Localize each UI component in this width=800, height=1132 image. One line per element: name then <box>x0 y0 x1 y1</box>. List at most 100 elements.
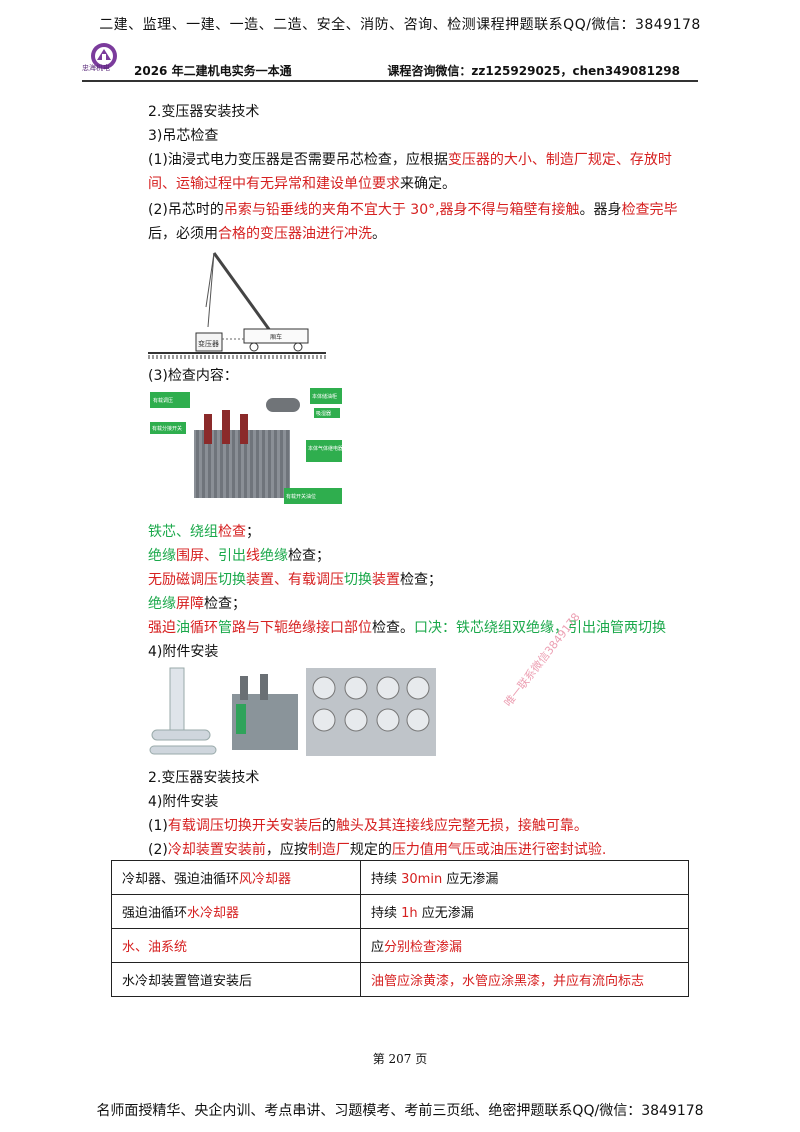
transformer-photo: 有载调压 有载分接开关 本体储油柜 吸湿器 本体气体继电器 有载开关油位 <box>148 384 344 516</box>
check-item-insulation: 绝缘围屏、引出线绝缘检查； <box>148 544 330 568</box>
highlight-text: 制造厂 <box>307 842 350 858</box>
text-run: 。 <box>372 226 386 242</box>
page-number: 第 207 页 <box>372 1052 428 1066</box>
text-run: 检查； <box>288 548 330 564</box>
text-run: (2)吊芯时的 <box>148 202 224 218</box>
top-banner: 二建、监理、一建、一造、二造、安全、消防、咨询、检测课程押题联系QQ/微信：38… <box>99 17 701 33</box>
logo-icon <box>91 43 117 69</box>
highlight-text: 风冷却器 <box>239 872 292 887</box>
table-cell: 强迫油循环水冷却器 <box>111 894 361 929</box>
highlight-text: 油 <box>176 620 190 636</box>
photo-callout: 有载分接开关 <box>152 425 182 432</box>
section-subtitle-2: 4)附件安装 <box>148 794 219 810</box>
cell-text: 持续 <box>371 906 402 921</box>
book-title: 2026 年二建机电实务一本通 <box>134 64 292 78</box>
text-run: 来确定。 <box>400 176 456 192</box>
highlight-text: 触头及其连接线应完整无损，接触可靠。 <box>335 818 588 834</box>
header-divider <box>82 80 698 82</box>
cell-text: 强迫油循环 <box>122 906 188 921</box>
highlight-text: 切换 <box>218 572 246 588</box>
paragraph-tap-switch: (1)有载调压切换开关安装后的触头及其连接线应完整无损，接触可靠。 <box>148 814 588 838</box>
highlight-text: 引出 <box>218 548 246 564</box>
cell-text: 冷却器、强迫油循环 <box>122 872 240 887</box>
highlight-text: 装置、有载调压 <box>246 572 344 588</box>
highlight-text: 1h <box>401 906 418 921</box>
crane-lifting-diagram: 变压器 厢车 <box>148 252 326 359</box>
table-row: 强迫油循环水冷却器 持续 1h 应无渗漏 <box>111 894 689 929</box>
highlight-text: 检查完毕 <box>621 202 678 218</box>
sealing-test-table: 冷却器、强迫油循环风冷却器 持续 30min 应无渗漏 强迫油循环水冷却器 持续… <box>111 860 689 997</box>
table-row: 水、油系统 应分别检查渗漏 <box>111 928 689 963</box>
table-row: 冷却器、强迫油循环风冷却器 持续 30min 应无渗漏 <box>111 860 689 895</box>
highlight-text: 切换 <box>344 572 372 588</box>
highlight-text: 铁芯、 <box>148 524 190 540</box>
highlight-text: 管 <box>218 620 232 636</box>
highlight-text: 路与下轭绝缘接口部位 <box>232 620 372 636</box>
mnemonic-text: 口决：铁芯绕组双绝缘，引出油管两切换 <box>414 620 666 636</box>
cell-text: 应无渗漏 <box>417 906 474 921</box>
text-run: 的 <box>321 818 336 834</box>
highlight-text: 水冷却器 <box>187 906 240 921</box>
highlight-text: 冷却装置安装前 <box>167 842 266 858</box>
photo-callout: 本体气体继电器 <box>308 445 343 452</box>
table-cell: 持续 1h 应无渗漏 <box>360 894 689 929</box>
highlight-text: 循环 <box>190 620 218 636</box>
highlight-text: 屏障 <box>176 596 204 612</box>
text-run: ，应按 <box>265 842 308 858</box>
paragraph-core-check: (1)油浸式电力变压器是否需要吊芯检查，应根据变压器的大小、制造厂规定、存放时间… <box>148 148 688 196</box>
cell-text: 水冷却装置管道安装后 <box>122 974 253 989</box>
photo-callout: 有载调压 <box>153 397 173 404</box>
text-run: 检查。 <box>372 620 414 636</box>
transformer-label: 变压器 <box>198 339 219 348</box>
highlight-text: 绝缘 <box>148 596 176 612</box>
text-run: 检查； <box>204 596 246 612</box>
highlight-text: 线 <box>246 548 260 564</box>
highlight-text: 水、油系统 <box>122 940 188 955</box>
text-run: 检查； <box>400 572 442 588</box>
cell-text: 应 <box>371 940 385 955</box>
paragraph-lifting: (2)吊芯时的吊索与铅垂线的夹角不宜大于 30°,器身不得与箱壁有接触。器身检查… <box>148 198 688 246</box>
photo-callout: 有载开关油位 <box>286 493 316 500</box>
cell-text: 持续 <box>371 872 402 887</box>
highlight-text: 围屏、 <box>176 548 218 564</box>
text-run: 。器身 <box>579 202 622 218</box>
section-title: 2.变压器安装技术 <box>148 104 260 120</box>
paragraph-cooling: (2)冷却装置安装前，应按制造厂规定的压力值用气压或油压进行密封试验. <box>148 838 606 862</box>
table-cell: 应分别检查渗漏 <box>360 928 689 963</box>
table-cell: 油管应涂黄漆，水管应涂黑漆，并应有流向标志 <box>360 962 689 997</box>
logo-text: 忠海机电 <box>82 64 110 72</box>
highlight-text: 变压器的大小、制造厂规定、存放时间、运输过程中有无异常和建设单位要求 <box>148 152 672 192</box>
contact-info: 课程咨询微信：zz125929025，chen349081298 <box>387 64 680 78</box>
check-title: (3)检查内容： <box>148 368 238 384</box>
check-item-oil-circuit: 强迫油循环管路与下轭绝缘接口部位检查。口决：铁芯绕组双绝缘，引出油管两切换 <box>148 616 708 640</box>
highlight-text: 合格的变压器油进行冲洗 <box>218 226 372 242</box>
highlight-text: 有载调压切换开关安装后 <box>167 818 322 834</box>
highlight-text: 吊索与铅垂线的夹角不宜大于 30°,器身不得与箱壁有接触 <box>223 202 580 218</box>
check-item-tap-changer: 无励磁调压切换装置、有载调压切换装置检查； <box>148 568 442 592</box>
truck-label: 厢车 <box>270 333 282 341</box>
highlight-text: 油管应涂黄漆，水管应涂黑漆，并应有流向标志 <box>371 974 645 989</box>
check-item-core: 铁芯、绕组检查； <box>148 520 260 544</box>
table-cell: 水、油系统 <box>111 928 361 963</box>
photo-callout: 吸湿器 <box>316 410 331 417</box>
table-cell: 冷却器、强迫油循环风冷却器 <box>111 860 361 895</box>
section-subtitle: 3)吊芯检查 <box>148 128 219 144</box>
section-title-2: 2.变压器安装技术 <box>148 770 260 786</box>
highlight-text: 装置 <box>372 572 400 588</box>
text-run: (2) <box>148 842 168 858</box>
table-cell: 水冷却装置管道安装后 <box>111 962 361 997</box>
bottom-banner: 名师面授精华、央企内训、考点串讲、习题模考、考前三页纸、绝密押题联系QQ/微信：… <box>96 1103 704 1119</box>
highlight-text: 分别检查渗漏 <box>384 940 463 955</box>
highlight-text: 绝缘 <box>148 548 176 564</box>
table-cell: 持续 30min 应无渗漏 <box>360 860 689 895</box>
text-run: (1) <box>148 818 168 834</box>
attach-title: 4)附件安装 <box>148 644 219 660</box>
highlight-text: 无励磁调压 <box>148 572 218 588</box>
highlight-text: 绝缘 <box>260 548 288 564</box>
accessories-photo <box>148 664 438 760</box>
highlight-text: 压力值用气压或油压进行密封试验. <box>391 842 607 858</box>
check-item-barrier: 绝缘屏障检查； <box>148 592 246 616</box>
table-row: 水冷却装置管道安装后 油管应涂黄漆，水管应涂黑漆，并应有流向标志 <box>111 962 689 997</box>
text-run: 规定的 <box>349 842 392 858</box>
highlight-text: 绕组 <box>190 524 218 540</box>
